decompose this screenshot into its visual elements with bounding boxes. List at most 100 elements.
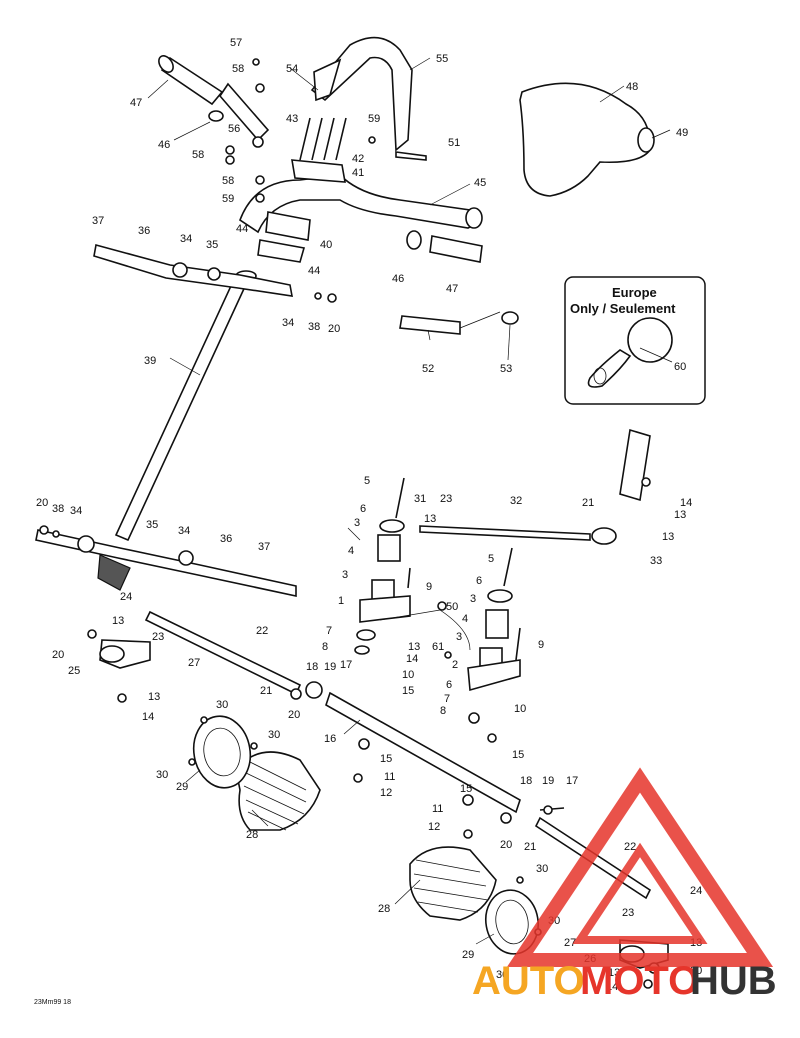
leader-lines (147, 57, 673, 945)
small-hardware (39, 58, 660, 989)
label-29: 29 (176, 781, 188, 793)
label-61: 61 (432, 641, 444, 653)
label-18: 18 (520, 775, 532, 787)
label-58: 58 (192, 149, 204, 161)
inset-box (564, 276, 706, 405)
watermark-hub: HUB (690, 959, 777, 1003)
handlebar-bolts (299, 117, 347, 161)
label-18: 18 (306, 661, 318, 673)
label-28: 28 (246, 829, 258, 841)
tie-rod-lower (35, 529, 297, 597)
label-32: 32 (510, 495, 522, 507)
boot-left (235, 751, 321, 831)
label-21: 21 (582, 497, 594, 509)
spindle-stack-1 (354, 477, 411, 655)
label-15: 15 (402, 685, 414, 697)
label-23: 23 (152, 631, 164, 643)
label-34: 34 (70, 505, 82, 517)
steering-arm-2 (467, 547, 521, 692)
label-35: 35 (206, 239, 218, 251)
label-38: 38 (52, 503, 64, 515)
label-20: 20 (500, 839, 512, 851)
watermark-moto: MOTO (580, 959, 699, 1003)
label-6: 6 (476, 575, 482, 587)
inset-title-line1: Europe (612, 285, 657, 300)
label-30: 30 (268, 729, 280, 741)
label-49: 49 (676, 127, 688, 139)
label-15: 15 (460, 783, 472, 795)
end-plug (208, 110, 224, 122)
label-13: 13 (148, 691, 160, 703)
label-58: 58 (232, 63, 244, 75)
label-25: 25 (68, 665, 80, 677)
label-37: 37 (92, 215, 104, 227)
label-35: 35 (146, 519, 158, 531)
steering-column (97, 270, 257, 591)
tie-rod-upper (93, 244, 293, 297)
label-4: 4 (348, 545, 354, 557)
tie-rod-32 (419, 525, 617, 545)
label-48: 48 (626, 81, 638, 93)
label-13: 13 (674, 509, 686, 521)
label-14: 14 (142, 711, 154, 723)
watermark-logo (506, 767, 774, 967)
label-39: 39 (144, 355, 156, 367)
label-52: 52 (422, 363, 434, 375)
label-9: 9 (538, 639, 544, 651)
label-47: 47 (446, 283, 458, 295)
label-21: 21 (524, 841, 536, 853)
steering-arm-left (99, 639, 151, 669)
label-14: 14 (606, 981, 618, 993)
label-38: 38 (308, 321, 320, 333)
label-20: 20 (36, 497, 48, 509)
label-9: 9 (426, 581, 432, 593)
label-60: 60 (674, 361, 686, 373)
label-20: 20 (690, 965, 702, 977)
label-2: 2 (452, 659, 458, 671)
label-20: 20 (328, 323, 340, 335)
label-34: 34 (180, 233, 192, 245)
label-13: 13 (424, 513, 436, 525)
boot-right (409, 846, 497, 921)
label-12: 12 (380, 787, 392, 799)
label-30: 30 (156, 769, 168, 781)
handlebar (239, 174, 483, 234)
inset-title-line2: Only / Seulement (570, 301, 676, 316)
plate-left (192, 715, 252, 789)
ball-joint-left (305, 681, 323, 699)
label-16: 16 (324, 733, 336, 745)
part-labels: 57 58 54 55 47 43 59 51 48 49 46 56 58 4… (36, 37, 702, 993)
label-31: 31 (414, 493, 426, 505)
heated-grip (399, 311, 519, 335)
label-30: 30 (536, 863, 548, 875)
label-24: 24 (690, 885, 702, 897)
label-46: 46 (392, 273, 404, 285)
label-8: 8 (440, 705, 446, 717)
label-12: 12 (428, 821, 440, 833)
label-17: 17 (566, 775, 578, 787)
label-36: 36 (138, 225, 150, 237)
label-7: 7 (444, 693, 450, 705)
label-54: 54 (286, 63, 298, 75)
label-19: 19 (542, 775, 554, 787)
label-13: 13 (408, 641, 420, 653)
handlebar-clamps (257, 159, 346, 263)
label-30: 30 (496, 969, 508, 981)
label-7: 7 (326, 625, 332, 637)
label-30: 30 (216, 699, 228, 711)
label-20: 20 (288, 709, 300, 721)
label-11: 11 (384, 771, 395, 783)
label-10: 10 (514, 703, 526, 715)
label-40: 40 (320, 239, 332, 251)
cross-member-16 (325, 691, 521, 814)
label-1: 1 (338, 595, 344, 607)
label-3: 3 (354, 517, 360, 529)
label-27: 27 (188, 657, 200, 669)
label-23: 23 (440, 493, 452, 505)
riser-bracket (310, 36, 413, 152)
label-3: 3 (342, 569, 348, 581)
watermark-auto: AUTO (472, 959, 585, 1003)
label-21: 21 (260, 685, 272, 697)
label-44: 44 (236, 223, 248, 235)
label-29: 29 (462, 949, 474, 961)
